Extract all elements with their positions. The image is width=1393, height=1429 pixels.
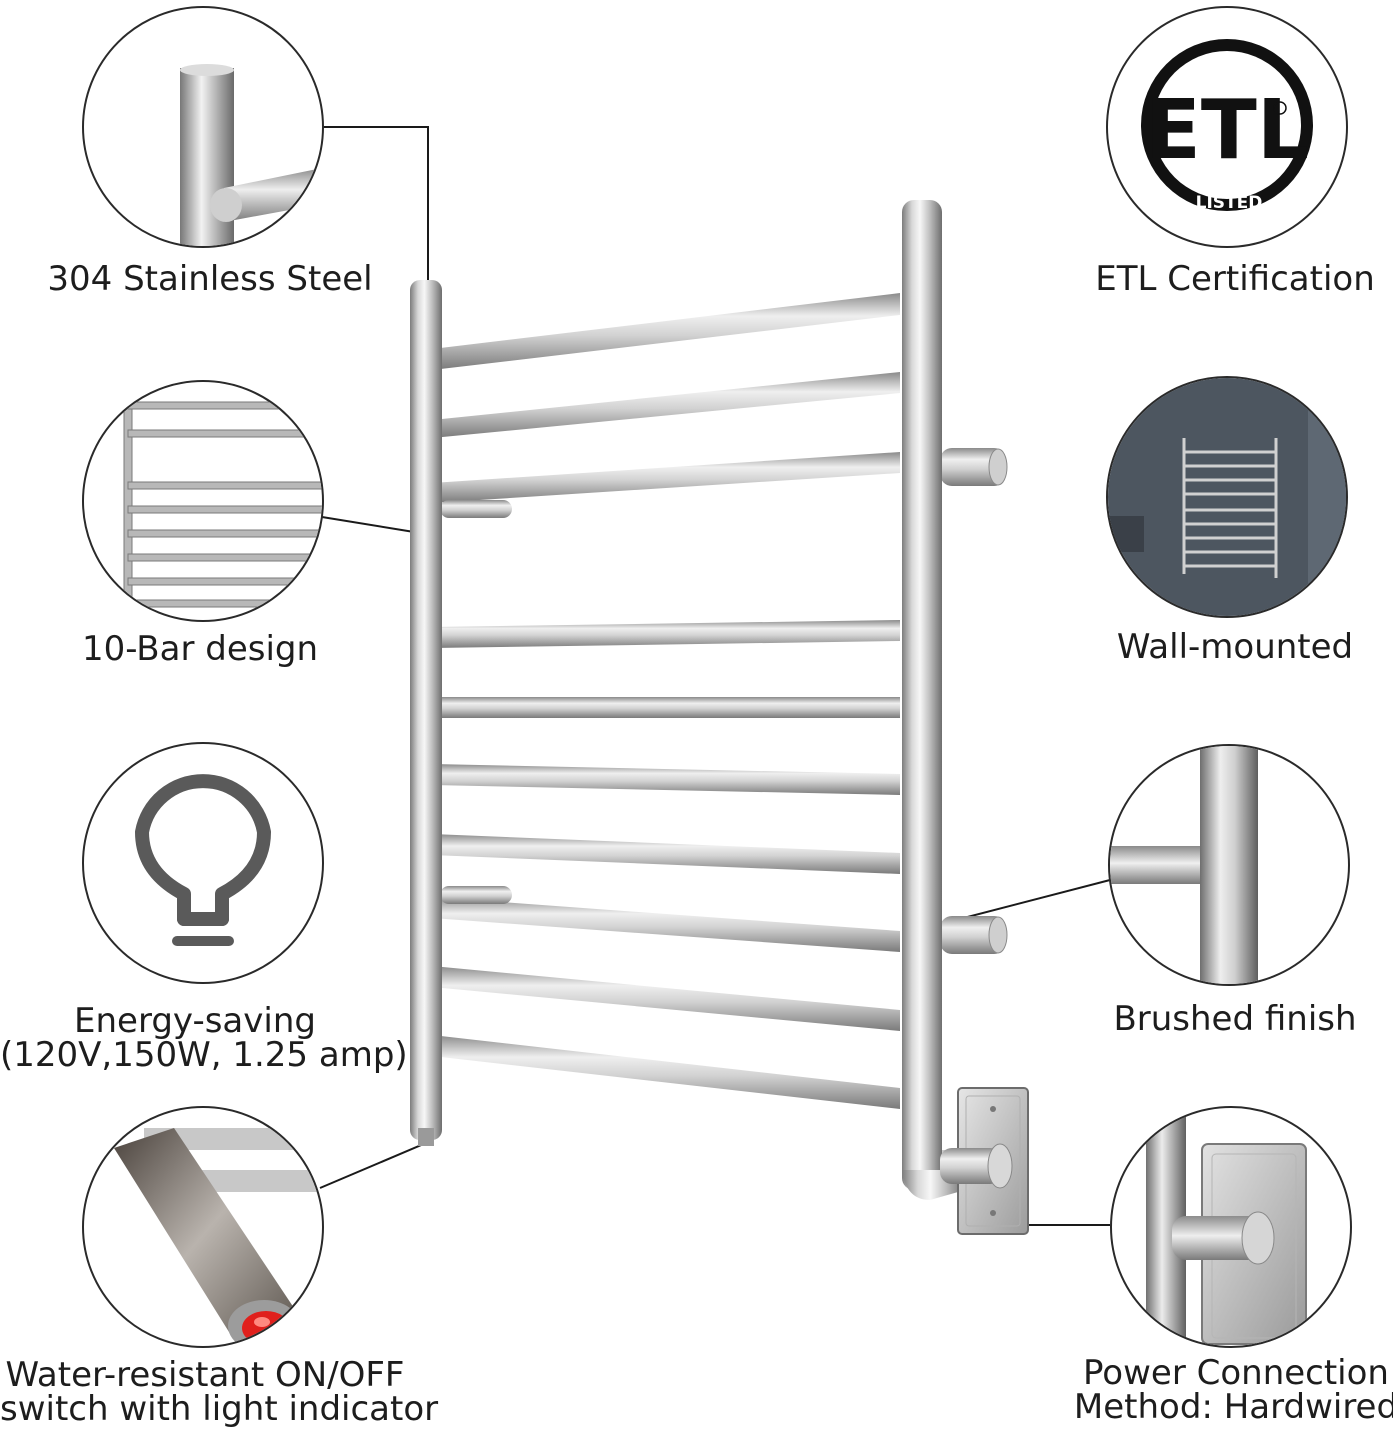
feature-power-label-line1: Power Connection (1083, 1353, 1389, 1393)
feature-power-label: Power Connection Method: Hardwired (1060, 1356, 1393, 1424)
etl-listed-logo: ETL LISTED (1106, 6, 1348, 248)
feature-switch-label-line1: Water-resistant ON/OFF (5, 1355, 405, 1395)
feature-etl-label: ETL Certification (1095, 259, 1375, 299)
feature-finish-label: Brushed finish (1113, 999, 1357, 1039)
power-switch-icon (82, 1106, 324, 1348)
feature-power-label-line2: Method: Hardwired (1073, 1387, 1393, 1427)
feature-switch-label-line2: switch with light indicator (0, 1389, 439, 1429)
wall-plate-connection-icon (1110, 1106, 1352, 1348)
right-upright (902, 200, 965, 1200)
steel-pipe-closeup-icon (82, 6, 324, 248)
feature-steel-label: 304 Stainless Steel (47, 259, 373, 299)
feature-energy-label: Energy-saving (120V,150W, 1.25 amp) (0, 1001, 408, 1075)
feature-energy-label-line2: (120V,150W, 1.25 amp) (0, 1035, 408, 1075)
light-bulb-icon (82, 742, 324, 984)
wall-mount-stubs (440, 448, 1008, 954)
etl-logo-text: ETL (1145, 83, 1309, 178)
rack-bars (432, 293, 900, 1109)
hardwire-wall-plate (940, 1087, 1029, 1235)
feature-switch-label: Water-resistant ON/OFF switch with light… (0, 1355, 439, 1429)
wall-mounted-rack-icon (1106, 376, 1348, 618)
etl-logo-subtext: LISTED (1196, 193, 1263, 213)
feature-energy-label-line1: Energy-saving (74, 1001, 316, 1041)
bars-closeup-icon (82, 380, 324, 622)
feature-bars-label: 10-Bar design (81, 629, 319, 669)
brushed-pipe-closeup-icon (1108, 744, 1350, 986)
feature-wall-label: Wall-mounted (1116, 627, 1354, 667)
left-upright (410, 280, 442, 1146)
